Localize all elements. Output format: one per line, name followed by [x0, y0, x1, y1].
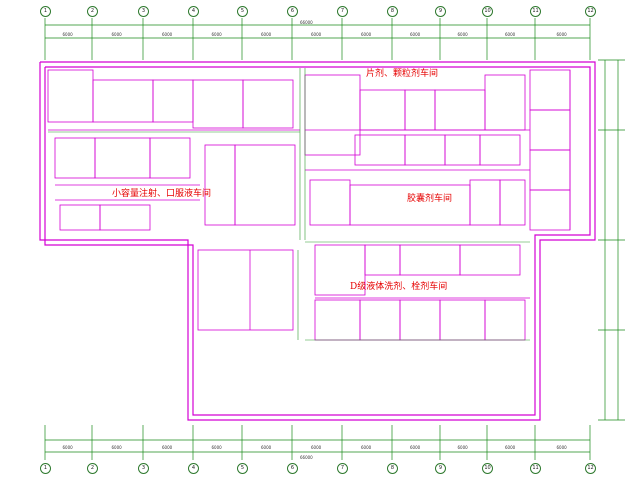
dimension-label-bottom-10: 6000: [505, 445, 516, 450]
axis-bubble-bottom-11: 11: [530, 463, 541, 474]
dimension-label-bottom-3: 6000: [162, 445, 173, 450]
dimension-label-bottom-9: 6000: [457, 445, 468, 450]
dimension-label-bottom-1: 6000: [62, 445, 73, 450]
zone-label-oral-liquid: D级液体洗剂、栓剂车间: [350, 282, 448, 292]
axis-bubble-top-9: 9: [435, 6, 446, 17]
axis-bubble-bottom-2: 2: [87, 463, 98, 474]
axis-bubble-bottom-1: 1: [40, 463, 51, 474]
axis-bubble-top-6: 6: [287, 6, 298, 17]
axis-bubble-bottom-8: 8: [387, 463, 398, 474]
axis-bubble-top-5: 5: [237, 6, 248, 17]
axis-bubble-bottom-12: 12: [585, 463, 596, 474]
bottom-dimension-chain: [44, 425, 591, 460]
zone-label-solid-ointment: 小容量注射、口服液车间: [112, 189, 212, 199]
building-outline: [39, 61, 596, 421]
axis-bubble-bottom-3: 3: [138, 463, 149, 474]
dimension-label-top-5: 6000: [261, 32, 272, 37]
dimension-label-top-6: 6000: [311, 32, 322, 37]
top-dimension-chain: [44, 18, 591, 60]
axis-bubble-top-2: 2: [87, 6, 98, 17]
dimension-label-bottom-11: 6000: [556, 445, 567, 450]
corridor-dimensions: [48, 68, 530, 341]
overall-dimension-top: 66000: [300, 20, 313, 25]
axis-bubble-bottom-10: 10: [482, 463, 493, 474]
axis-bubble-top-11: 11: [530, 6, 541, 17]
axis-bubble-top-4: 4: [188, 6, 199, 17]
axis-bubble-top-1: 1: [40, 6, 51, 17]
dimension-label-top-8: 6000: [410, 32, 421, 37]
dimension-label-top-10: 6000: [505, 32, 516, 37]
zone-label-capsule: 胶囊剂车间: [407, 194, 453, 204]
dimension-label-top-9: 6000: [457, 32, 468, 37]
dimension-label-top-3: 6000: [162, 32, 173, 37]
axis-bubble-top-12: 12: [585, 6, 596, 17]
axis-bubble-bottom-6: 6: [287, 463, 298, 474]
axis-bubble-bottom-4: 4: [188, 463, 199, 474]
dimension-label-top-11: 6000: [556, 32, 567, 37]
axis-bubble-top-7: 7: [337, 6, 348, 17]
interior-walls: [47, 69, 571, 341]
axis-bubble-top-3: 3: [138, 6, 149, 17]
dimension-label-bottom-8: 6000: [410, 445, 421, 450]
axis-bubble-bottom-7: 7: [337, 463, 348, 474]
dimension-label-bottom-6: 6000: [311, 445, 322, 450]
overall-dimension-bottom: 66000: [300, 455, 313, 460]
dimension-label-bottom-7: 6000: [361, 445, 372, 450]
dimension-label-top-1: 6000: [62, 32, 73, 37]
dimension-label-top-2: 6000: [111, 32, 122, 37]
axis-bubble-bottom-5: 5: [237, 463, 248, 474]
dimension-label-top-4: 6000: [211, 32, 222, 37]
axis-bubble-top-8: 8: [387, 6, 398, 17]
dimension-label-top-7: 6000: [361, 32, 372, 37]
zone-label-tablet-granule: 片剂、颗粒剂车间: [366, 69, 439, 79]
right-dimension-chain: [598, 59, 625, 421]
dimension-label-bottom-2: 6000: [111, 445, 122, 450]
dimension-label-bottom-5: 6000: [261, 445, 272, 450]
axis-bubble-top-10: 10: [482, 6, 493, 17]
dimension-label-bottom-4: 6000: [211, 445, 222, 450]
axis-bubble-bottom-9: 9: [435, 463, 446, 474]
